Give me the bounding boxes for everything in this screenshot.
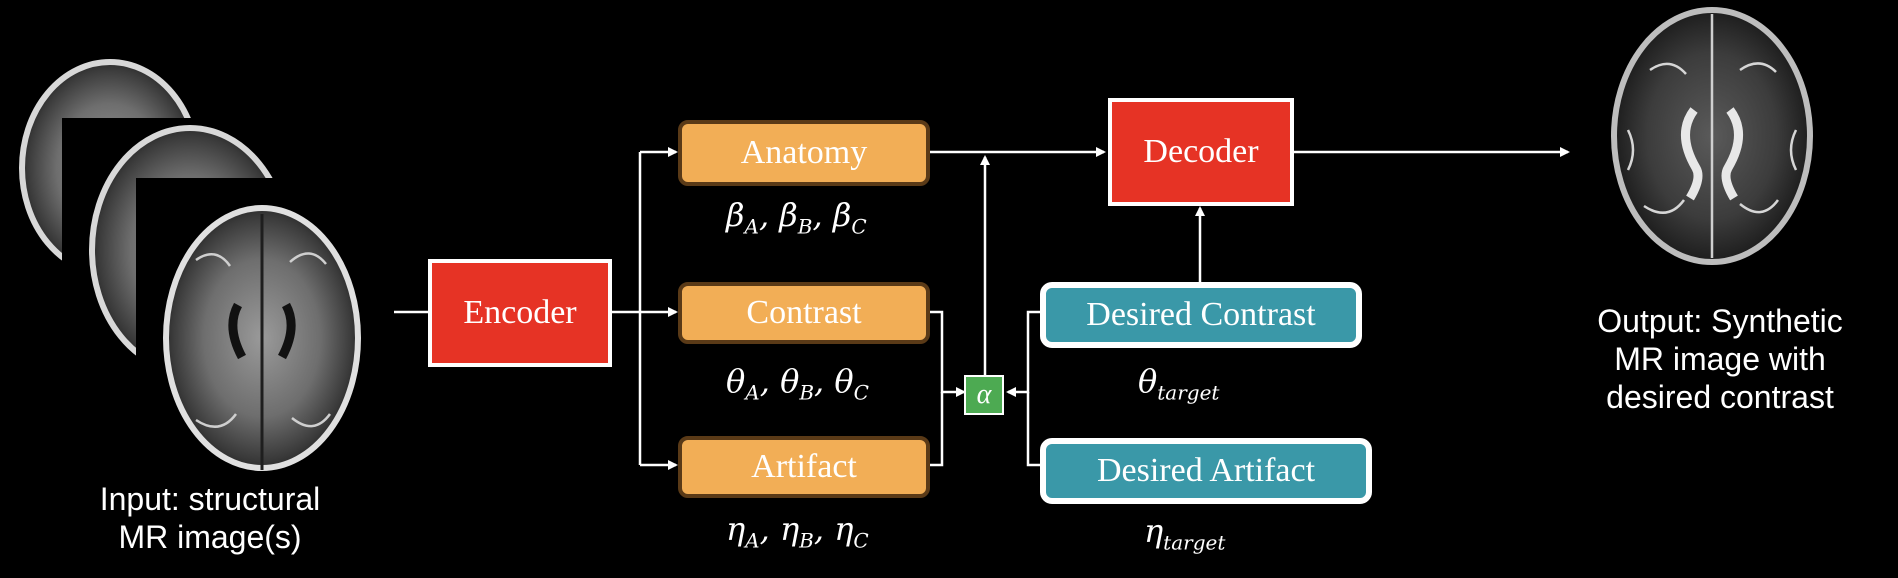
desired-artifact-label: Desired Artifact	[1096, 452, 1316, 489]
alpha-block: α	[964, 375, 1004, 415]
anatomy-params: βA, βB, βC	[726, 196, 867, 239]
artifact-params: ηA, ηB, ηC	[726, 510, 869, 553]
input-caption-line1: Input: structural	[99, 481, 321, 517]
contrast-label: Contrast	[746, 294, 862, 331]
output-caption-line2: MR image with	[1614, 341, 1826, 377]
contrast-block: Contrast	[678, 282, 930, 344]
anatomy-label: Anatomy	[740, 134, 868, 171]
decoder-label: Decoder	[1143, 133, 1259, 170]
contrast-params: θA, θB, θC	[726, 362, 869, 405]
alpha-label: α	[976, 379, 992, 410]
encoder-label: Encoder	[463, 294, 577, 331]
output-mri-icon	[1611, 7, 1813, 265]
eta-target: ηtarget	[1144, 512, 1226, 555]
input-caption: Input: structural MR image(s)	[50, 480, 370, 556]
encoder-block: Encoder	[428, 259, 612, 367]
anatomy-block: Anatomy	[678, 120, 930, 186]
desired-contrast-label: Desired Contrast	[1086, 296, 1316, 333]
input-caption-line2: MR image(s)	[118, 519, 302, 555]
output-caption: Output: Synthetic MR image with desired …	[1560, 302, 1880, 416]
desired-contrast-block: Desired Contrast	[1040, 282, 1362, 348]
mri-slice-front	[163, 205, 361, 471]
output-caption-line3: desired contrast	[1606, 379, 1834, 415]
artifact-block: Artifact	[678, 436, 930, 498]
decoder-block: Decoder	[1108, 98, 1294, 206]
artifact-label: Artifact	[751, 448, 857, 485]
desired-artifact-block: Desired Artifact	[1040, 438, 1372, 504]
output-caption-line1: Output: Synthetic	[1597, 303, 1843, 339]
theta-target: θtarget	[1138, 362, 1220, 405]
